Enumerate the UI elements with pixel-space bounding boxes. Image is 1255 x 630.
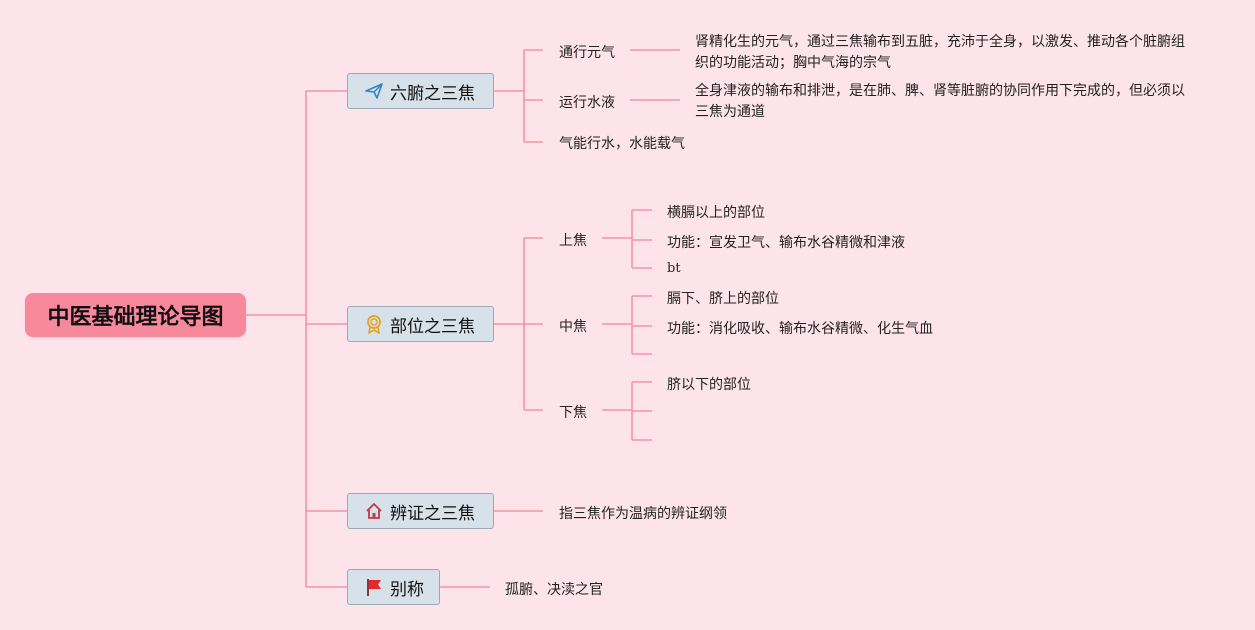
- leaf-zhongjiao-item[interactable]: 功能：消化吸收、输布水谷精微、化生气血: [667, 321, 933, 337]
- leaf-shangjiao-item[interactable]: 横膈以上的部位: [667, 205, 765, 221]
- leaf-yunxing-shuiye-desc[interactable]: 全身津液的输布和排泄，是在肺、脾、肾等脏腑的协同作用下完成的，但必须以 三焦为通…: [695, 81, 1185, 123]
- red-flag-icon: [364, 577, 384, 597]
- leaf-zhongjiao-item[interactable]: 膈下、脐上的部位: [667, 291, 779, 307]
- award-medal-icon: [364, 314, 384, 334]
- paper-plane-icon: [364, 81, 384, 101]
- leaf-qi-water[interactable]: 气能行水，水能载气: [559, 136, 685, 152]
- branch-label: 部位之三焦: [390, 316, 475, 337]
- leaf-biecheng[interactable]: 孤腑、决渎之官: [505, 582, 603, 598]
- branch-node-biecheng[interactable]: 别称: [347, 569, 440, 605]
- branch-label: 辨证之三焦: [390, 503, 475, 524]
- leaf-tongxing-yuanqi-desc[interactable]: 肾精化生的元气，通过三焦输布到五脏，充沛于全身，以激发、推动各个脏腑组 织的功能…: [695, 32, 1185, 74]
- leaf-shangjiao-item[interactable]: bt: [667, 261, 681, 276]
- root-title: 中医基础理论导图: [47, 305, 224, 330]
- branch-label: 别称: [390, 579, 424, 600]
- root-node[interactable]: 中医基础理论导图: [25, 293, 246, 337]
- leaf-shangjiao-item[interactable]: 功能：宣发卫气、输布水谷精微和津液: [667, 235, 905, 251]
- branch-node-buwei-sanjiao[interactable]: 部位之三焦: [347, 306, 494, 342]
- leaf-xiajiao[interactable]: 下焦: [559, 405, 587, 421]
- house-icon: [364, 501, 384, 521]
- branch-node-fu-sanjiao[interactable]: 六腑之三焦: [347, 73, 494, 109]
- leaf-bianzheng[interactable]: 指三焦作为温病的辨证纲领: [559, 506, 727, 522]
- branch-label: 六腑之三焦: [390, 83, 475, 104]
- leaf-shangjiao[interactable]: 上焦: [559, 233, 587, 249]
- desc-line: 全身津液的输布和排泄，是在肺、脾、肾等脏腑的协同作用下完成的，但必须以: [695, 83, 1185, 99]
- leaf-zhongjiao[interactable]: 中焦: [559, 319, 587, 335]
- branch-node-bianzheng-sanjiao[interactable]: 辨证之三焦: [347, 493, 494, 529]
- leaf-xiajiao-item[interactable]: 脐以下的部位: [667, 377, 751, 393]
- desc-line: 肾精化生的元气，通过三焦输布到五脏，充沛于全身，以激发、推动各个脏腑组: [695, 34, 1185, 50]
- desc-line: 织的功能活动；胸中气海的宗气: [695, 55, 891, 71]
- leaf-yunxing-shuiye[interactable]: 运行水液: [559, 95, 615, 111]
- leaf-tongxing-yuanqi[interactable]: 通行元气: [559, 45, 615, 61]
- desc-line: 三焦为通道: [695, 104, 765, 120]
